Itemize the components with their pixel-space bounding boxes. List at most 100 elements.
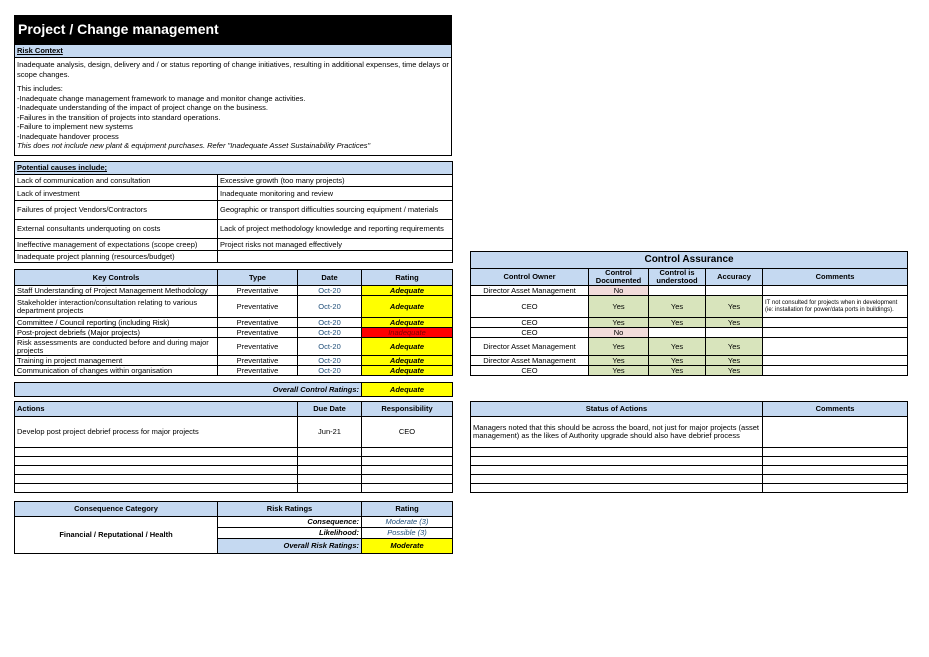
status-table: Status of Actions Comments Managers note… — [470, 401, 908, 493]
assurance-comment: IT not consulted for projects when in de… — [761, 295, 909, 318]
risk-context-item: -Inadequate handover process — [17, 131, 119, 141]
assurance-row: CEO No — [470, 327, 909, 338]
assurance-owner: Director Asset Management — [470, 337, 589, 356]
risk-rating-table: Consequence Category Risk Ratings Rating… — [14, 501, 453, 554]
control-row: Training in project management Preventat… — [14, 355, 453, 366]
action-row — [14, 447, 453, 457]
control-row: Committee / Council reporting (including… — [14, 317, 453, 328]
assurance-comment — [761, 317, 909, 328]
cause-cell: Failures of project Vendors/Contractors — [14, 200, 218, 220]
assurance-owner: CEO — [470, 365, 589, 376]
status-comment — [762, 416, 908, 448]
controls-header-type: Type — [217, 269, 298, 286]
likelihood-value: Possible (3) — [361, 527, 453, 539]
assurance-understood — [648, 327, 706, 338]
likelihood-label: Likelihood: — [217, 527, 362, 539]
status-text: Managers noted that this should be acros… — [470, 416, 763, 448]
cause-cell: Inadequate project planning (resources/b… — [14, 250, 218, 263]
control-date: Oct-20 — [297, 327, 362, 338]
risk-context-panel: Risk Context Inadequate analysis, design… — [14, 44, 452, 156]
assurance-table: Control Assurance Control Owner Control … — [469, 251, 909, 376]
control-type: Preventative — [217, 317, 298, 328]
assurance-comment — [761, 365, 909, 376]
consequence-value: Moderate (3) — [361, 516, 453, 528]
status-header-comments: Comments — [762, 401, 908, 417]
control-rating: Adequate — [361, 317, 453, 328]
control-type: Preventative — [217, 337, 298, 356]
status-row: Managers noted that this should be acros… — [470, 416, 908, 448]
assurance-header-comments: Comments — [761, 268, 909, 286]
control-type: Preventative — [217, 355, 298, 366]
overall-control-value: Adequate — [361, 382, 453, 397]
assurance-documented: Yes — [588, 365, 649, 376]
status-header: Status of Actions — [470, 401, 763, 417]
control-type: Preventative — [217, 295, 298, 318]
cause-cell: Lack of communication and consultation — [14, 174, 218, 187]
assurance-comment — [761, 285, 909, 296]
cause-cell: External consultants underquoting on cos… — [14, 219, 218, 239]
risk-context-note: This does not include new plant & equipm… — [17, 141, 371, 150]
controls-table: Key Controls Type Date Rating Staff Unde… — [14, 269, 453, 376]
assurance-documented: Yes — [588, 295, 649, 318]
cause-cell: Lack of investment — [14, 186, 218, 201]
control-rating: Adequate — [361, 295, 453, 318]
cause-cell: Lack of project methodology knowledge an… — [217, 219, 453, 239]
risk-context-intro: Inadequate analysis, design, delivery an… — [17, 60, 449, 79]
assurance-row: CEO Yes Yes Yes IT not consulted for pro… — [470, 295, 909, 318]
assurance-accuracy: Yes — [705, 365, 763, 376]
action-row: Develop post project debrief process for… — [14, 416, 453, 448]
actions-header-action: Actions — [14, 401, 298, 417]
assurance-understood: Yes — [648, 355, 706, 366]
control-type: Preventative — [217, 327, 298, 338]
action-row — [14, 456, 453, 466]
control-date: Oct-20 — [297, 355, 362, 366]
controls-header-rating: Rating — [361, 269, 453, 286]
assurance-understood: Yes — [648, 337, 706, 356]
overall-risk-value: Moderate — [361, 538, 453, 554]
assurance-header-owner: Control Owner — [470, 268, 589, 286]
risk-ratings-header: Risk Ratings — [217, 501, 362, 517]
risk-context-item: -Failure to implement new systems — [17, 122, 133, 131]
control-row: Stakeholder interaction/consultation rel… — [14, 295, 453, 318]
control-rating: Adequate — [361, 365, 453, 376]
assurance-documented: No — [588, 285, 649, 296]
cause-cell: Project risks not managed effectively — [217, 238, 453, 251]
assurance-accuracy — [705, 327, 763, 338]
assurance-documented: No — [588, 327, 649, 338]
risk-context-item: -Inadequate understanding of the impact … — [17, 103, 269, 112]
actions-header-responsibility: Responsibility — [361, 401, 453, 417]
control-name: Training in project management — [14, 355, 218, 366]
control-date: Oct-20 — [297, 365, 362, 376]
action-row — [14, 474, 453, 484]
control-name: Staff Understanding of Project Managemen… — [14, 285, 218, 296]
control-rating: Adequate — [361, 285, 453, 296]
control-name: Risk assessments are conducted before an… — [14, 337, 218, 356]
assurance-documented: Yes — [588, 337, 649, 356]
assurance-owner: Director Asset Management — [470, 355, 589, 366]
actions-header-due: Due Date — [297, 401, 362, 417]
assurance-understood — [648, 285, 706, 296]
consequence-category-header: Consequence Category — [14, 501, 218, 517]
page-title: Project / Change management — [14, 15, 452, 44]
assurance-comment — [761, 337, 909, 356]
assurance-header-accuracy: Accuracy — [705, 268, 763, 286]
control-date: Oct-20 — [297, 285, 362, 296]
cause-cell: Geographic or transport difficulties sou… — [217, 200, 453, 220]
cause-cell: Excessive growth (too many projects) — [217, 174, 453, 187]
action-due: Jun-21 — [297, 416, 362, 448]
controls-header-control: Key Controls — [14, 269, 218, 286]
assurance-understood: Yes — [648, 365, 706, 376]
assurance-documented: Yes — [588, 355, 649, 366]
assurance-header-understood: Control is understood — [648, 268, 706, 286]
control-name: Stakeholder interaction/consultation rel… — [14, 295, 218, 318]
risk-context-item: -Inadequate change management framework … — [17, 93, 306, 103]
control-row: Post-project debriefs (Major projects) P… — [14, 327, 453, 338]
control-rating: Inadequate — [361, 327, 453, 338]
actions-table: Actions Due Date Responsibility Develop … — [14, 401, 453, 493]
assurance-comment — [761, 355, 909, 366]
assurance-accuracy: Yes — [705, 337, 763, 356]
rating-header: Rating — [361, 501, 453, 517]
assurance-owner: CEO — [470, 295, 589, 318]
assurance-accuracy: Yes — [705, 355, 763, 366]
controls-header-date: Date — [297, 269, 362, 286]
